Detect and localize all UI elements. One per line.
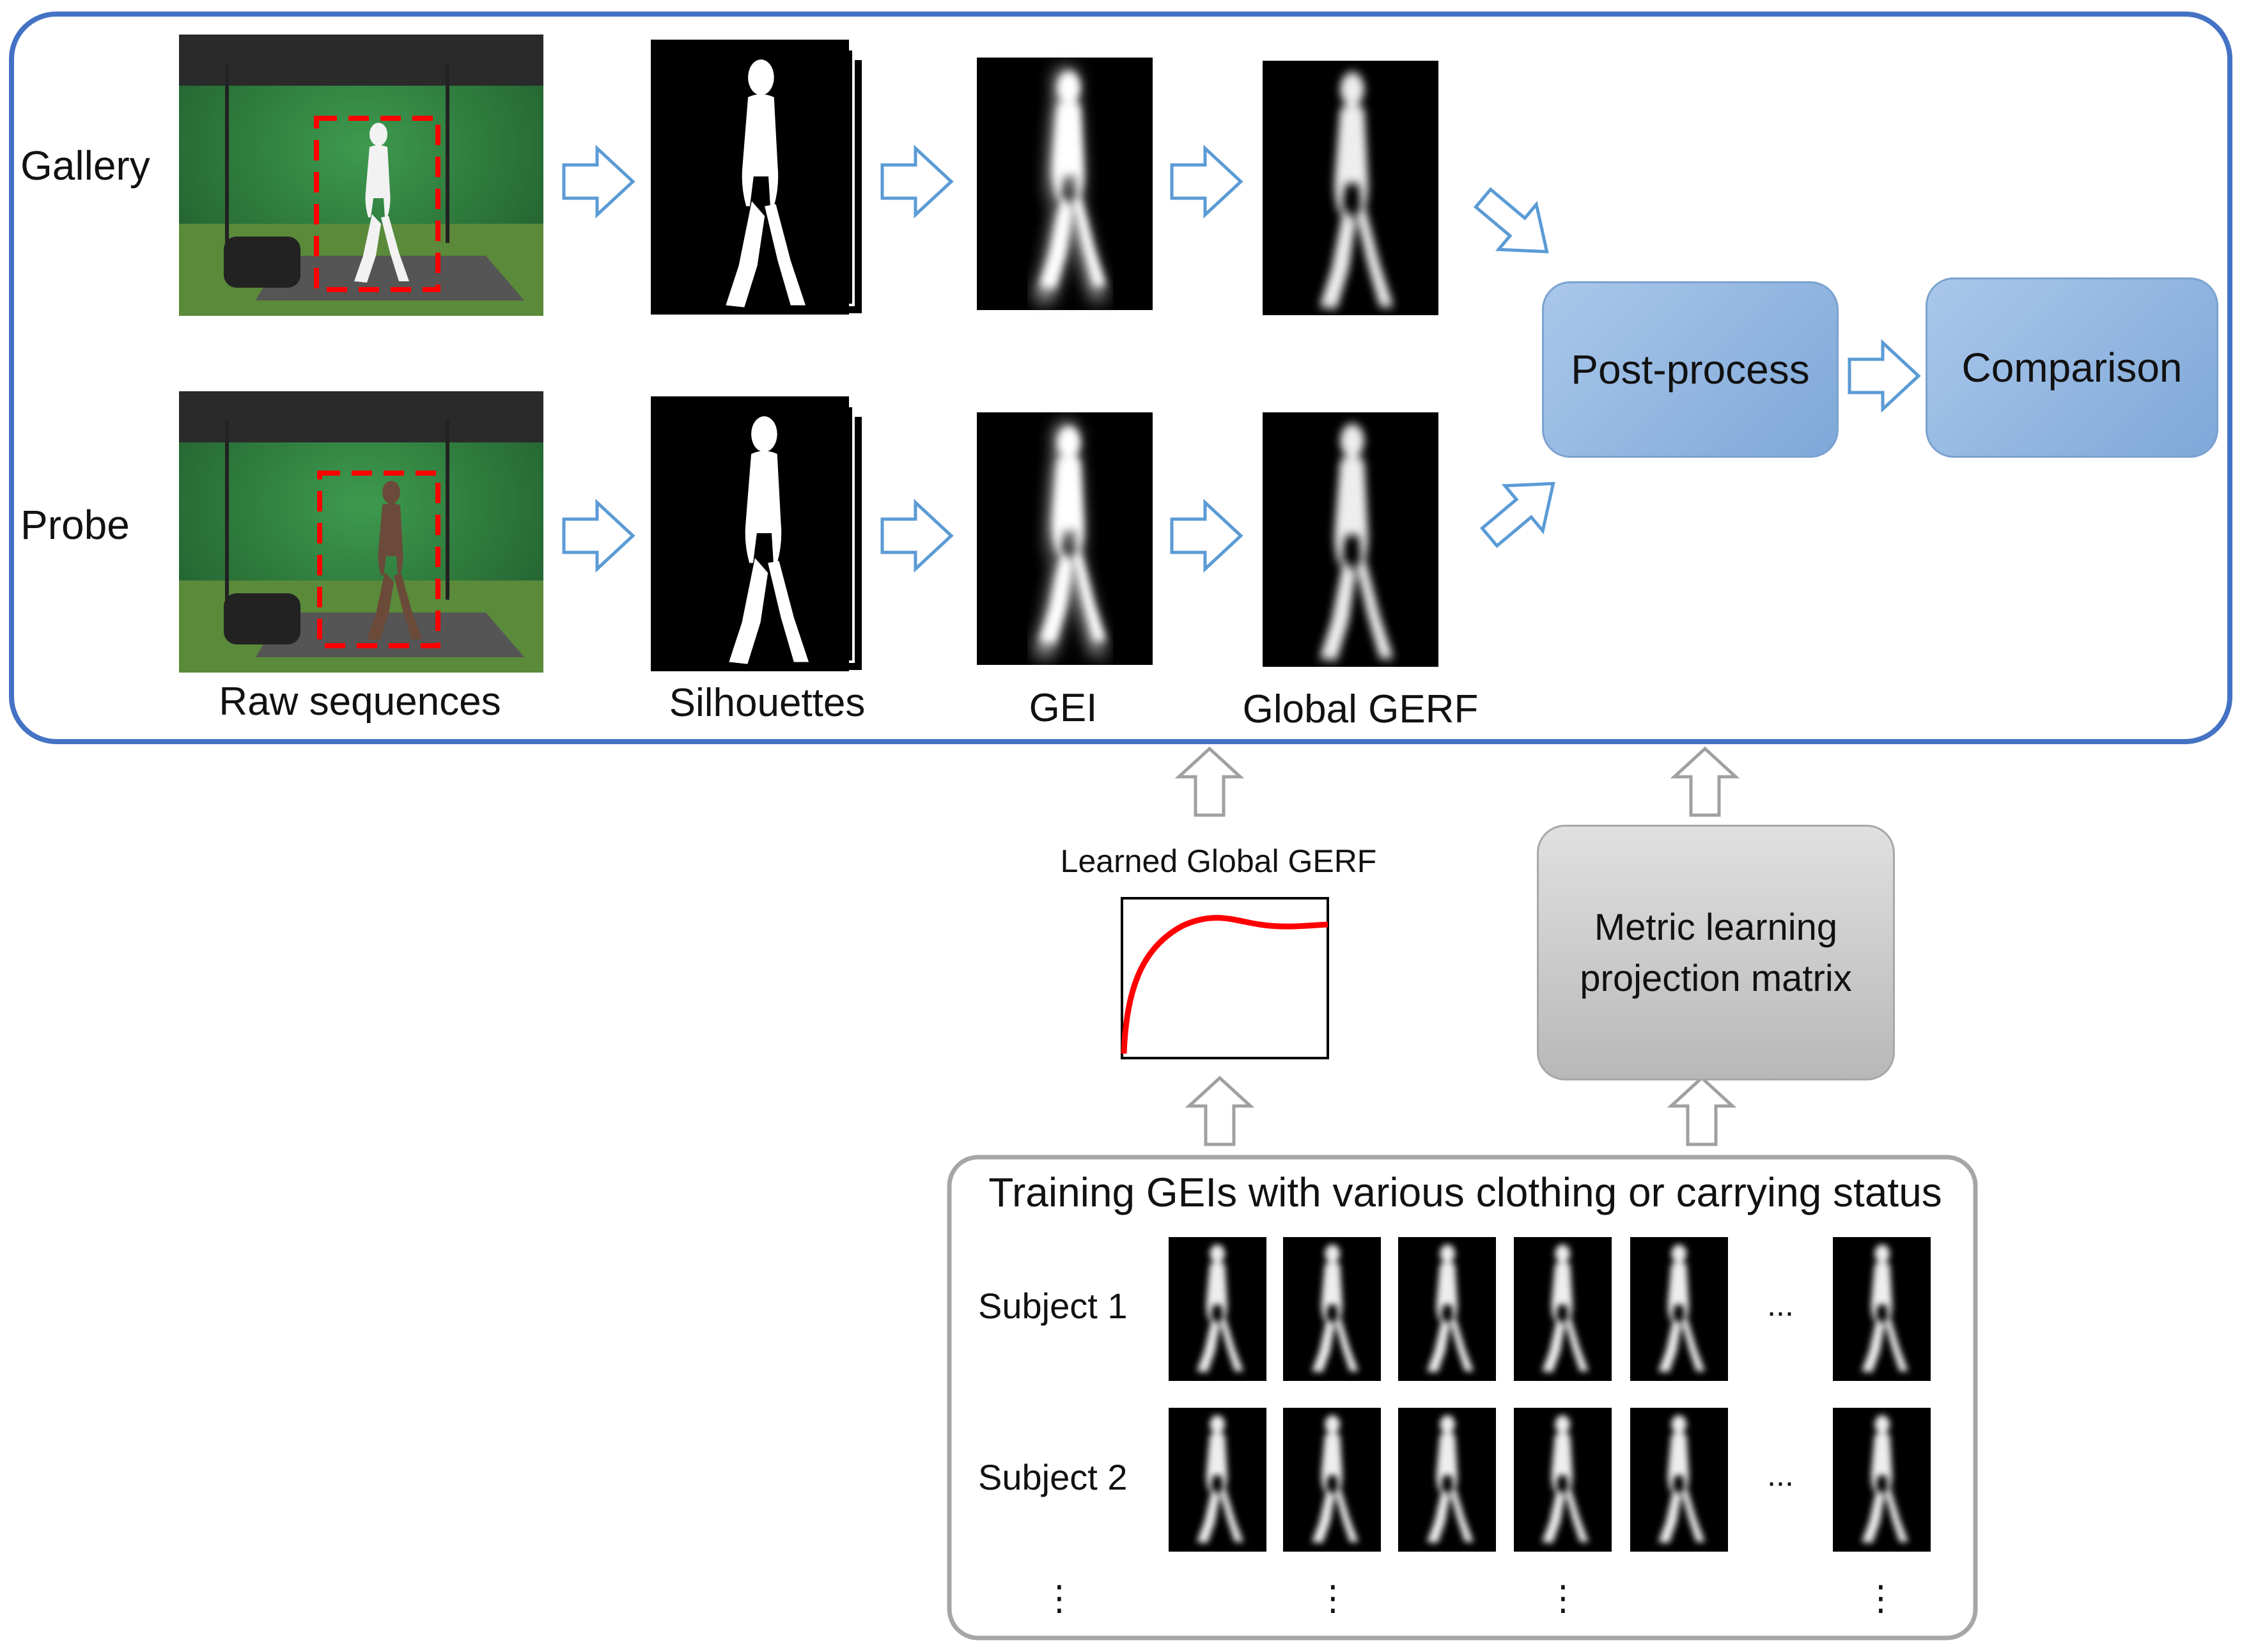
- arrow-p1: [562, 499, 635, 573]
- training-row-1: [1169, 1237, 1931, 1381]
- up-arrow-metric-top: [1670, 746, 1740, 817]
- post-process-box: Post-process: [1542, 281, 1839, 458]
- metric-label-line2: projection matrix: [1580, 958, 1852, 999]
- silhouettes-probe-stack: [651, 396, 864, 673]
- arrow-p3: [1170, 499, 1243, 573]
- raw-probe-stack: [179, 391, 543, 673]
- arrow-g3: [1170, 144, 1243, 219]
- arrow-gallery-diag: [1473, 187, 1549, 254]
- vdots-4: ⋮: [1864, 1579, 1898, 1617]
- training-row-2: [1169, 1408, 1931, 1552]
- training-title: Training GEIs with various clothing or c…: [988, 1169, 1942, 1215]
- raw-gallery-stack: [179, 35, 543, 316]
- post-process-label: Post-process: [1571, 347, 1810, 393]
- silhouettes-gallery-stack: [651, 40, 864, 316]
- col-label-raw: Raw sequences: [219, 680, 501, 724]
- row2-ellipsis: ...: [1767, 1457, 1794, 1493]
- subject-1-label: Subject 1: [978, 1286, 1128, 1326]
- comparison-box: Comparison: [1926, 277, 2218, 458]
- up-arrow-gerf-bottom: [1185, 1075, 1255, 1146]
- pipeline-frame: [9, 12, 2232, 744]
- learned-gerf-title: Learned Global GERF: [1060, 843, 1377, 879]
- gerf-gallery: [1263, 61, 1438, 315]
- up-arrows: [1174, 746, 1740, 1146]
- gerf-probe: [1263, 412, 1438, 667]
- arrow-post-to-compare: [1848, 339, 1921, 413]
- col-label-silhouettes: Silhouettes: [669, 681, 866, 725]
- up-arrow-metric-bottom: [1667, 1075, 1737, 1146]
- row-label-gallery: Gallery: [20, 143, 150, 189]
- col-label-gei: GEI: [1029, 686, 1098, 730]
- col-label-global-gerf: Global GERF: [1242, 687, 1479, 731]
- gei-probe: [977, 412, 1153, 665]
- gerf-curve: [1121, 915, 1328, 1054]
- arrow-g2: [880, 144, 954, 219]
- gei-gallery: [977, 58, 1153, 310]
- comparison-label: Comparison: [1961, 345, 2183, 391]
- up-arrow-gerf-top: [1174, 746, 1245, 817]
- metric-learning-box: Metric learning projection matrix: [1537, 825, 1895, 1080]
- subject-2-label: Subject 2: [978, 1457, 1128, 1497]
- arrow-g1: [562, 144, 635, 219]
- metric-label-line1: Metric learning: [1594, 907, 1838, 948]
- gerf-curve-plot: [1121, 897, 1329, 1059]
- row-label-probe: Probe: [20, 502, 130, 548]
- vdots-3: ⋮: [1546, 1579, 1580, 1617]
- row1-ellipsis: ...: [1767, 1287, 1794, 1323]
- vdots-2: ⋮: [1316, 1579, 1350, 1617]
- arrow-probe-diag: [1479, 481, 1555, 549]
- arrow-p2: [880, 499, 954, 573]
- vdots-1: ⋮: [1042, 1579, 1077, 1617]
- training-frame: [947, 1155, 1978, 1640]
- flow-arrows: [562, 144, 1921, 573]
